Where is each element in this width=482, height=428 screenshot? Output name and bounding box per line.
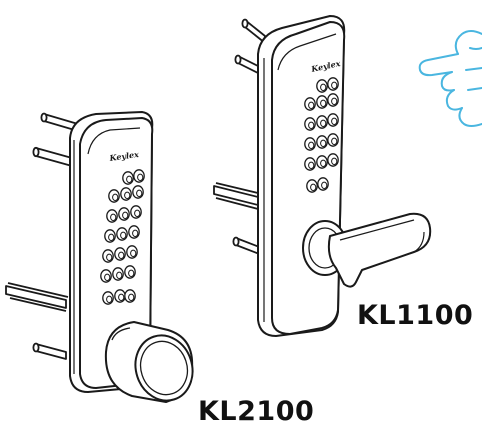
mounting-bolts: [5, 112, 79, 360]
lever-handle: [302, 212, 432, 288]
model-label-kl2100: KL2100: [198, 396, 315, 427]
lock-kl2100: Keylex: [5, 111, 194, 403]
door-knob: [104, 321, 194, 403]
model-label-kl1100: KL1100: [357, 300, 474, 331]
lock-kl1100: Keylex: [213, 15, 432, 337]
brand-logo-kl2100: Keylex: [108, 149, 140, 163]
pointing-hand-icon: [418, 30, 482, 127]
